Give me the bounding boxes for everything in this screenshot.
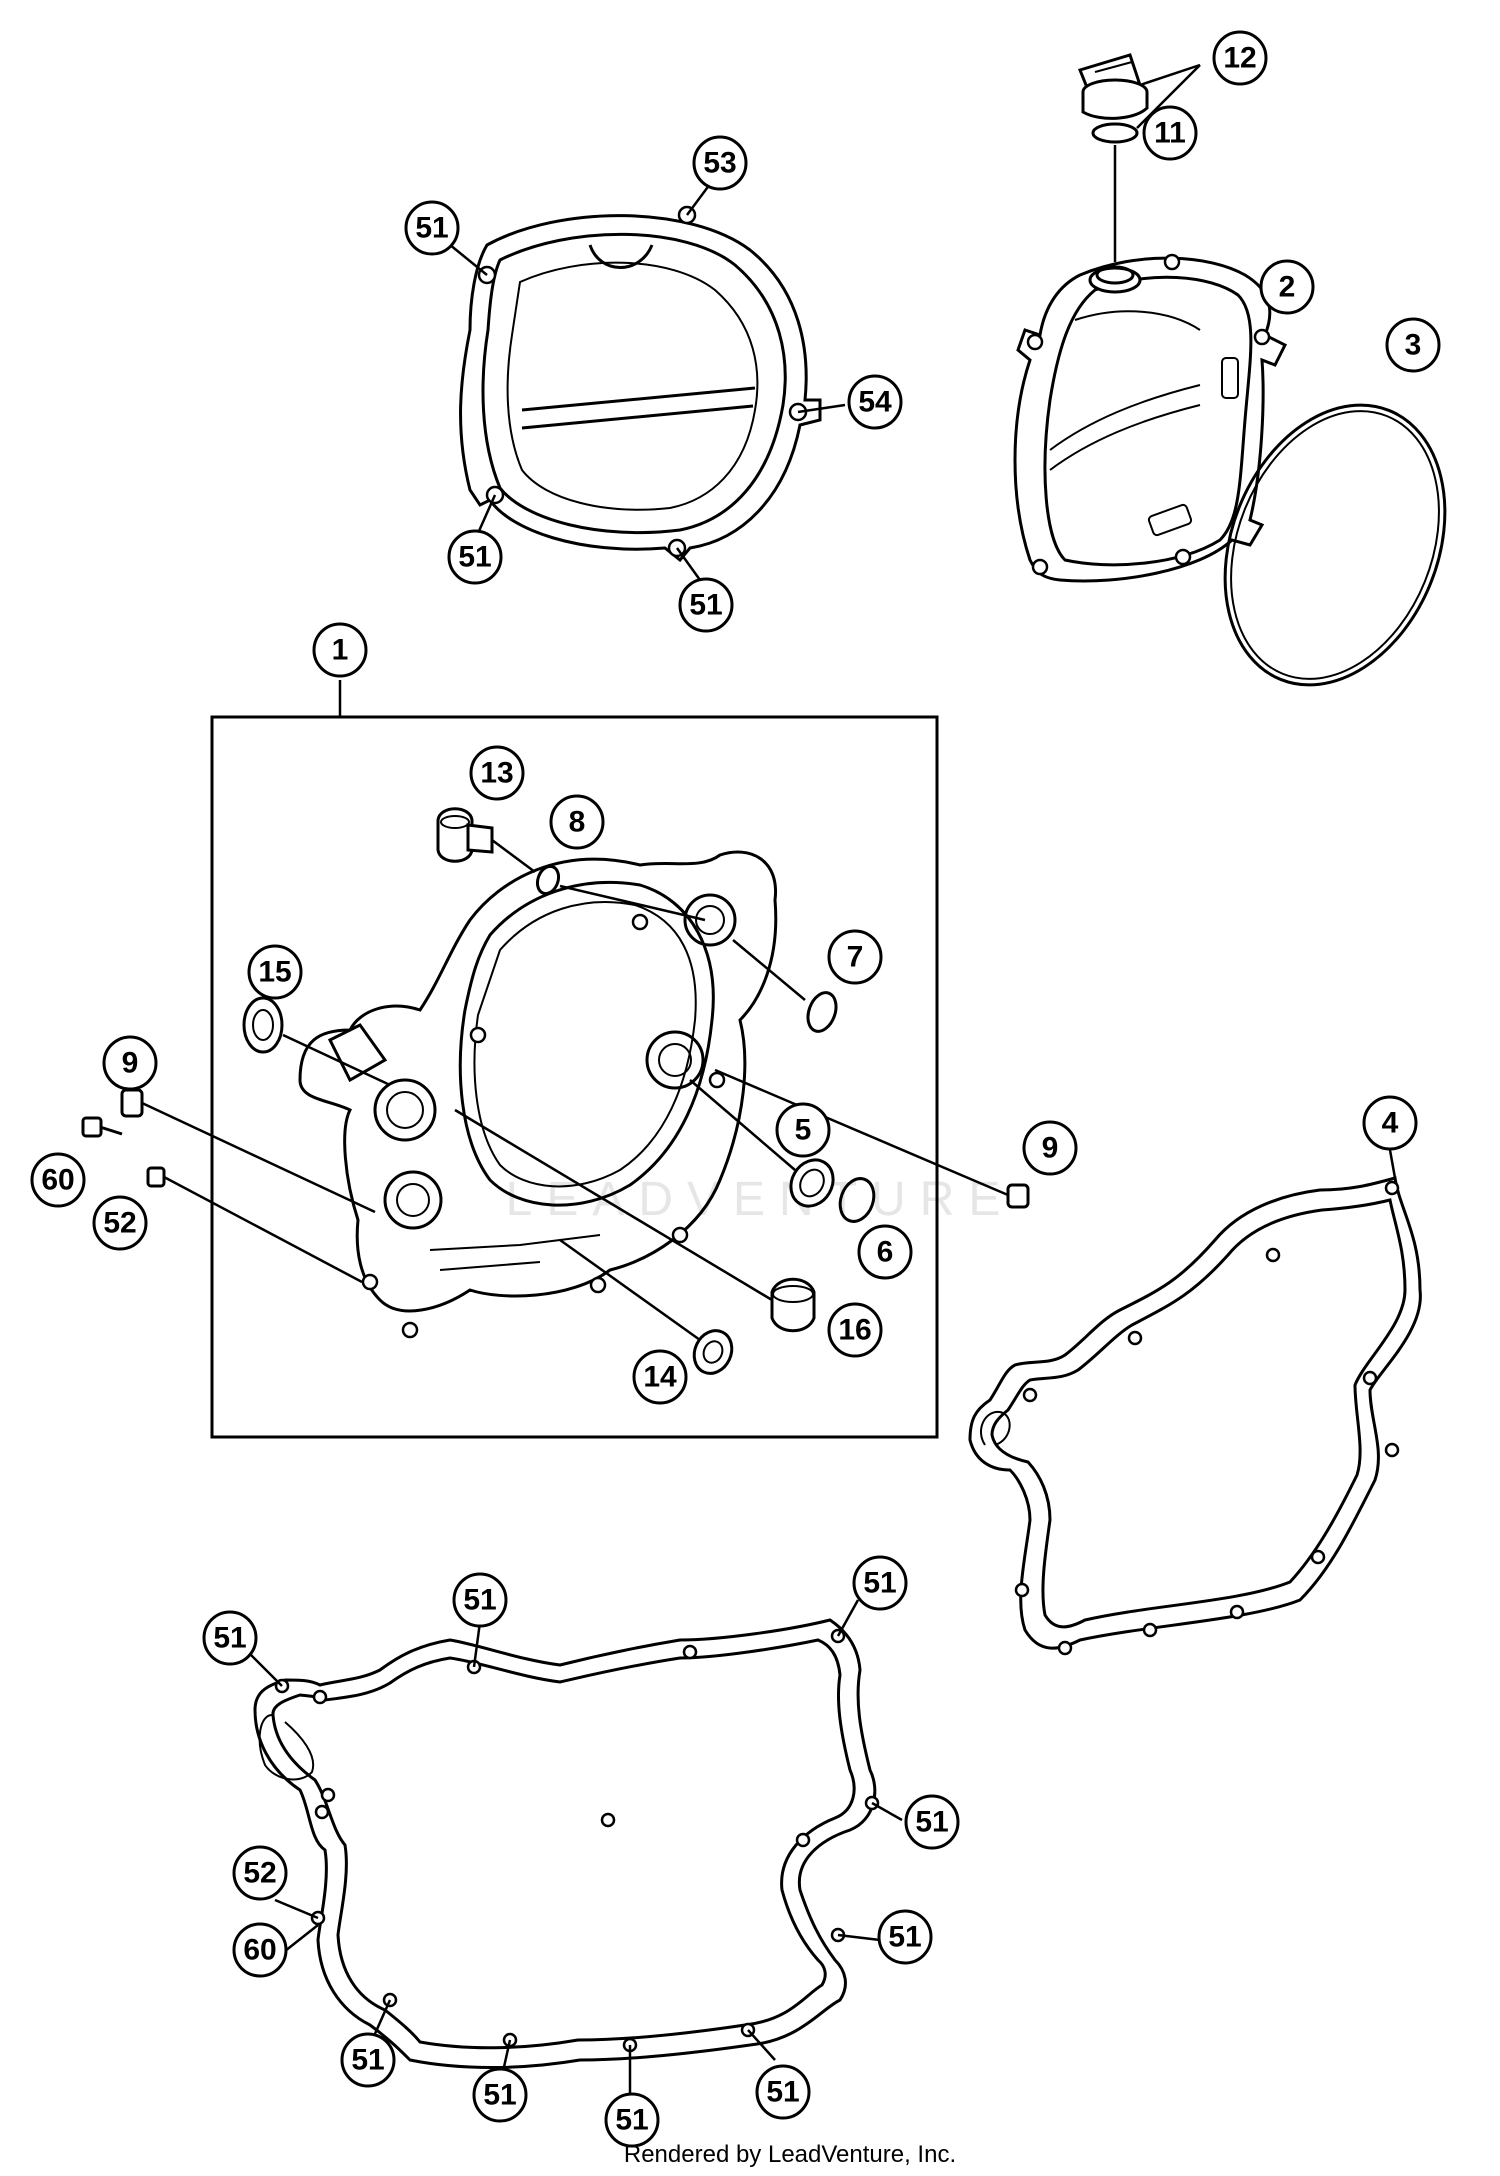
callout-2: 2 bbox=[1259, 259, 1315, 315]
gasket-part-4 bbox=[968, 1176, 1422, 1656]
svg-text:13: 13 bbox=[480, 757, 513, 790]
svg-text:12: 12 bbox=[1223, 42, 1256, 75]
svg-text:6: 6 bbox=[877, 1236, 894, 1269]
callout-4: 4 bbox=[1362, 1095, 1418, 1151]
svg-text:51: 51 bbox=[615, 2104, 648, 2137]
callout-51-gasket-bottom-2: 51 bbox=[472, 2067, 528, 2123]
svg-text:4: 4 bbox=[1382, 1107, 1399, 1140]
svg-text:51: 51 bbox=[915, 1806, 948, 1839]
seal-part-15 bbox=[242, 996, 284, 1054]
svg-text:51: 51 bbox=[888, 1921, 921, 1954]
svg-text:7: 7 bbox=[847, 941, 864, 974]
callout-60-gasket: 60 bbox=[232, 1922, 288, 1978]
svg-text:14: 14 bbox=[643, 1361, 677, 1394]
svg-text:51: 51 bbox=[863, 1567, 896, 1600]
callout-51-gasket-lower-right: 51 bbox=[877, 1909, 933, 1965]
filler-o-ring bbox=[1091, 122, 1139, 144]
callout-51-gasket-bottom-1: 51 bbox=[340, 2032, 396, 2088]
svg-text:51: 51 bbox=[463, 1584, 496, 1617]
callout-11: 11 bbox=[1142, 105, 1198, 161]
svg-text:53: 53 bbox=[703, 147, 736, 180]
svg-text:60: 60 bbox=[41, 1164, 74, 1197]
callout-51-gasket-top-right: 51 bbox=[852, 1555, 908, 1611]
cover-o-ring-part-3 bbox=[1223, 403, 1447, 687]
callout-1: 1 bbox=[312, 622, 368, 678]
callout-3: 3 bbox=[1385, 317, 1441, 373]
callout-60-upper: 60 bbox=[30, 1152, 86, 1208]
inner-clutch-cover bbox=[298, 850, 778, 1339]
seal-part-5 bbox=[789, 1158, 835, 1208]
callout-9-left: 9 bbox=[102, 1035, 158, 1091]
callout-51-cover-bottom: 51 bbox=[678, 577, 734, 633]
o-ring-part-7 bbox=[806, 991, 838, 1033]
svg-text:9: 9 bbox=[122, 1047, 139, 1080]
callout-51-gasket-right: 51 bbox=[904, 1794, 960, 1850]
screw-part-60 bbox=[81, 1116, 123, 1138]
callout-51-gasket-top-left: 51 bbox=[202, 1610, 258, 1666]
assembly-frame-part-1 bbox=[210, 715, 939, 1439]
callout-51-gasket-bottom-3: 51 bbox=[604, 2092, 660, 2148]
svg-text:51: 51 bbox=[766, 2076, 799, 2109]
callout-8: 8 bbox=[549, 794, 605, 850]
svg-text:9: 9 bbox=[1042, 1132, 1059, 1165]
callout-6: 6 bbox=[857, 1224, 913, 1280]
callout-52-gasket: 52 bbox=[232, 1845, 288, 1901]
bearing-part-16 bbox=[770, 1277, 816, 1333]
callout-15: 15 bbox=[247, 944, 303, 1000]
callout-12: 12 bbox=[1212, 30, 1268, 86]
washer-part-52 bbox=[146, 1166, 166, 1188]
svg-text:11: 11 bbox=[1154, 117, 1186, 150]
svg-text:16: 16 bbox=[838, 1314, 871, 1347]
callout-52-upper: 52 bbox=[92, 1195, 148, 1251]
plug-part-13 bbox=[436, 807, 494, 863]
outer-clutch-cover bbox=[459, 205, 822, 563]
seal-part-14 bbox=[692, 1329, 734, 1375]
svg-text:1: 1 bbox=[332, 634, 349, 667]
callout-51-cover-top-left: 51 bbox=[404, 200, 460, 256]
svg-text:15: 15 bbox=[258, 956, 291, 989]
svg-text:52: 52 bbox=[103, 1207, 136, 1240]
oil-filler-plug bbox=[1077, 53, 1149, 120]
dowel-pin-right bbox=[1006, 1183, 1030, 1209]
callout-51-gasket-top: 51 bbox=[452, 1572, 508, 1628]
svg-text:51: 51 bbox=[689, 589, 722, 622]
svg-text:60: 60 bbox=[243, 1934, 276, 1967]
callout-53: 53 bbox=[692, 135, 748, 191]
gasket-large-bottom bbox=[253, 1618, 880, 2069]
svg-text:51: 51 bbox=[351, 2044, 384, 2077]
callout-7: 7 bbox=[827, 929, 883, 985]
callout-51-cover-bottom-left: 51 bbox=[447, 529, 503, 585]
dowel-pin-left bbox=[120, 1088, 144, 1118]
callout-5: 5 bbox=[775, 1102, 831, 1158]
clutch-cover-part-2 bbox=[1013, 253, 1288, 583]
svg-text:5: 5 bbox=[795, 1114, 812, 1147]
svg-text:52: 52 bbox=[243, 1857, 276, 1890]
callout-16: 16 bbox=[827, 1302, 883, 1358]
callout-54: 54 bbox=[847, 374, 903, 430]
o-ring-part-8 bbox=[535, 864, 561, 896]
callout-14: 14 bbox=[632, 1349, 688, 1405]
svg-text:51: 51 bbox=[213, 1622, 246, 1655]
callout-9-right: 9 bbox=[1022, 1120, 1078, 1176]
footer-credit: Rendered by LeadVenture, Inc. bbox=[624, 2141, 956, 2168]
o-ring-part-6 bbox=[838, 1177, 876, 1223]
svg-text:54: 54 bbox=[858, 386, 892, 419]
svg-text:51: 51 bbox=[458, 541, 491, 574]
svg-text:2: 2 bbox=[1279, 271, 1296, 304]
svg-text:51: 51 bbox=[483, 2079, 516, 2112]
svg-text:51: 51 bbox=[415, 212, 448, 245]
callout-51-gasket-bottom-4: 51 bbox=[755, 2064, 811, 2120]
callout-13: 13 bbox=[469, 745, 525, 801]
svg-text:3: 3 bbox=[1405, 329, 1422, 362]
svg-text:8: 8 bbox=[569, 806, 586, 839]
